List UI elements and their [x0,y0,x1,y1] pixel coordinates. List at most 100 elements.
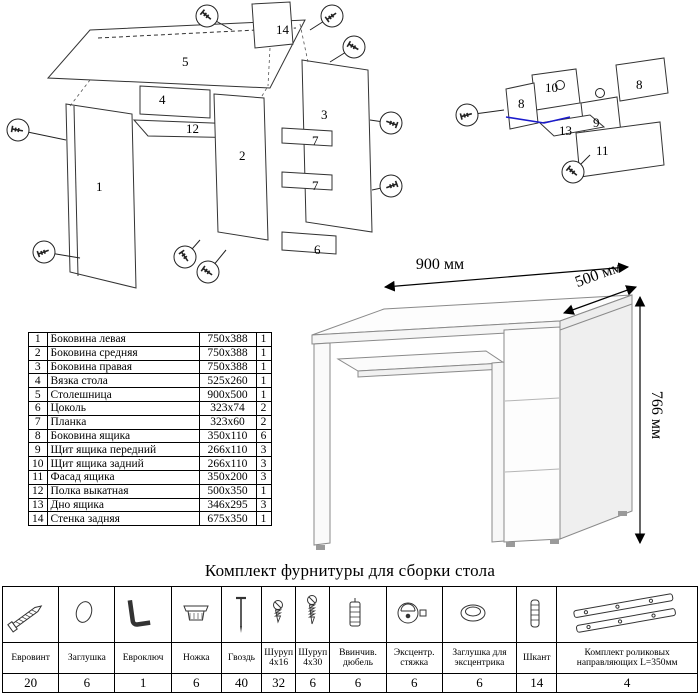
screw-4x30-icon [307,594,318,624]
part-qty-cell: 3 [255,469,272,485]
hardware-callouts [455,80,605,184]
nail-icon [235,596,246,633]
hardware-qty: 4 [556,673,698,693]
part-name-cell: Цоколь [46,400,200,416]
table-row: 1 Боковина левая 750х388 1 [28,332,272,347]
part-number-cell: 8 [28,428,48,444]
part-qty-cell: 1 [255,511,272,527]
part-size-cell: 323х60 [198,414,257,430]
panel-edge-line [73,105,79,277]
parts-table: 1 Боковина левая 750х388 1 2 Боковина ср… [28,332,272,527]
drawer-gap-line [504,468,560,473]
plug-icon [75,600,93,623]
hardware-name: Шуруп 4х16 [261,642,297,674]
part-size-cell: 750х388 [198,345,257,361]
drawer-exploded-diagram: 10 8 8 9 13 11 [455,57,669,184]
hardware-qty: 6 [441,673,518,693]
part-name-cell: Стенка задняя [46,511,200,527]
part-label: 12 [186,121,199,136]
part-number-cell: 1 [28,332,48,347]
part-qty-cell: 1 [255,332,272,347]
part-qty-cell: 1 [255,373,272,389]
part-13-drawer-bottom [538,114,606,137]
hardware-qty: 20 [1,673,60,693]
part-name-cell: Боковина правая [46,359,200,375]
part-size-cell: 750х388 [198,359,257,375]
dimension-arrows [383,262,646,545]
part-label: 3 [321,107,328,122]
part-6-plinth [281,231,337,255]
part-name-cell: Дно ящика [46,497,200,513]
hardware-name: Эксцентр. стяжка [385,642,443,674]
part-qty-cell: 3 [255,456,272,471]
hardware-name: Евроключ [114,642,172,674]
part-qty-cell: 6 [255,428,272,444]
part-qty-cell: 3 [255,442,272,458]
part-size-cell: 350х110 [198,428,257,444]
table-row: 12 Полка выкатная 500х350 1 [28,483,272,499]
part-qty-cell: 1 [255,345,272,361]
height-dimension-label: 766 мм [648,391,665,439]
part-14-back-wall [251,1,294,49]
hardware-qty: 6 [58,673,116,693]
part-number-cell: 3 [28,359,48,375]
part-label: 13 [559,123,572,138]
hardware-name: Шкант [516,642,558,674]
screw-4x16-icon [273,599,284,624]
part-name-cell: Боковина левая [46,332,200,347]
desk-drawer-unit-front [503,326,561,543]
part-size-cell: 675х350 [198,511,257,527]
table-row: 4 Вязка стола 525х260 1 [28,373,272,389]
hardware-table: Евровинт Заглушка Евроключ Ножка Гвоздь … [1,586,698,693]
hardware-name: Заглушка [58,642,116,674]
part-7-strip [281,171,333,191]
part-7-strip [281,127,333,147]
leg-icon [182,605,209,620]
part-name-cell: Полка выкатная [46,483,200,499]
desk-feet [316,511,627,550]
part-number-cell: 7 [28,414,48,430]
hardware-qty: 6 [385,673,443,693]
hardware-name: Комплект роликовых направляющих L=350мм [556,642,698,674]
table-row: 2 Боковина средняя 750х388 1 [28,345,272,361]
hardware-name: Заглушка для эксцентрика [441,642,518,674]
roller-rails-icon [573,592,677,633]
part-name-cell: Планка [46,414,200,430]
part-number-cell: 5 [28,387,48,402]
part-name-cell: Столешница [46,387,200,402]
part-qty-cell: 2 [255,400,272,416]
part-label: 10 [545,80,558,95]
part-size-cell: 900х500 [198,387,257,402]
table-row: 6 Цоколь 323х74 2 [28,400,272,416]
hex-key-icon [128,599,151,627]
part-label: 2 [239,148,246,163]
desk-left-panel [313,342,331,546]
table-row: 13 Дно ящика 346х295 3 [28,497,272,513]
part-8-drawer-side [505,82,539,130]
part-label: 1 [96,179,103,194]
part-number-cell: 4 [28,373,48,389]
part-label: 8 [636,77,643,92]
part-label: 5 [182,54,189,69]
hardware-section-title: Комплект фурнитуры для сборки стола [204,561,496,580]
part-label: 6 [314,242,321,257]
part-label: 7 [312,133,319,148]
part-size-cell: 525х260 [198,373,257,389]
part-number-cell: 14 [28,511,48,527]
part-name-cell: Щит ящика задний [46,456,200,471]
part-qty-cell: 1 [255,359,272,375]
part-number-cell: 2 [28,345,48,361]
part-number-cell: 10 [28,456,48,471]
hardware-qty: 6 [295,673,331,693]
part-size-cell: 266х110 [198,456,257,471]
hardware-qty: 6 [170,673,222,693]
part-name-cell: Фасад ящика [46,469,200,485]
part-number-cell: 6 [28,400,48,416]
alignment-lines [69,23,309,107]
part-size-cell: 350х200 [198,469,257,485]
assembled-desk-view: 900 мм 500 мм 766 мм [311,256,665,550]
screw-callout [6,4,403,284]
part-size-cell: 266х110 [198,442,257,458]
hardware-qty: 14 [516,673,558,693]
